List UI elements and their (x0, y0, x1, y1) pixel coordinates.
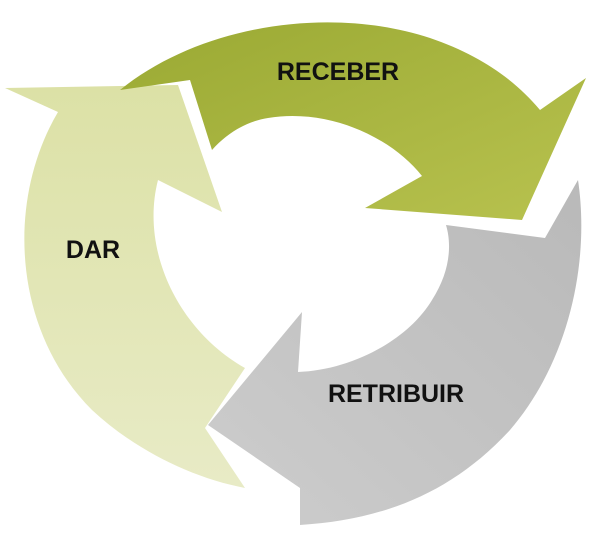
receber-arrow (120, 22, 586, 220)
receber-label: RECEBER (277, 58, 399, 86)
retribuir-arrow (208, 180, 582, 525)
retribuir-label: RETRIBUIR (328, 380, 464, 408)
dar-arrow (5, 85, 245, 488)
dar-label: DAR (66, 236, 120, 264)
